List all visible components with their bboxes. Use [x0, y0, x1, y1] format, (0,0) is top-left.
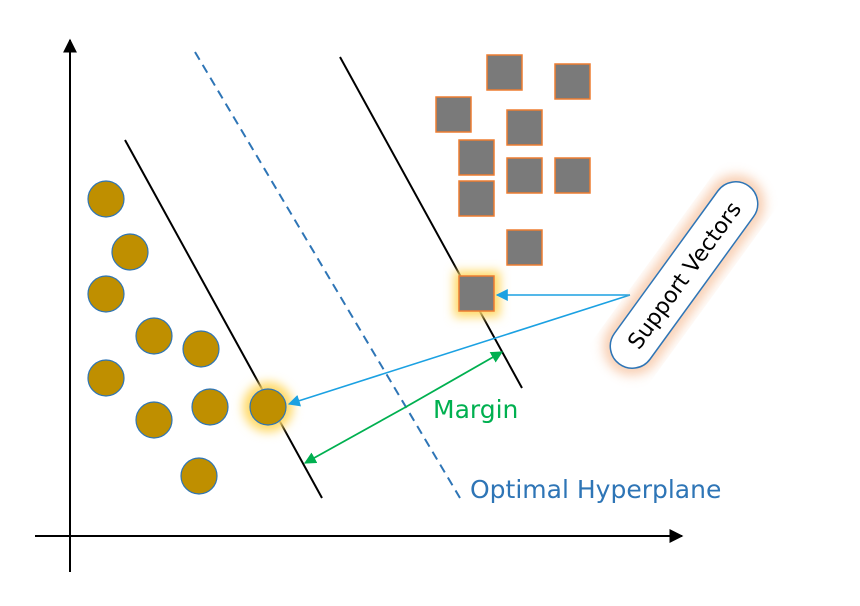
support-vectors-pill — [609, 181, 759, 369]
support-vectors-callout: Support Vectors — [604, 175, 764, 375]
square-point — [506, 109, 543, 146]
square-point — [554, 63, 591, 100]
square-point — [554, 157, 591, 194]
circle-point — [135, 401, 173, 439]
square-point — [458, 180, 495, 217]
square-point — [506, 229, 543, 266]
circle-point — [87, 275, 125, 313]
circle-point — [180, 457, 218, 495]
circle-point — [87, 359, 125, 397]
margin-label: Margin — [433, 395, 518, 424]
circle-class-points — [87, 180, 287, 495]
support-vector-circle — [249, 388, 287, 426]
circle-point — [111, 233, 149, 271]
support-vectors-label: Support Vectors — [624, 198, 747, 355]
circle-point — [135, 317, 173, 355]
square-class-points — [435, 54, 591, 312]
upper-margin-boundary — [339, 56, 523, 389]
margin-arrow — [403, 351, 504, 409]
support-vector-square — [458, 275, 495, 312]
square-point — [486, 54, 523, 91]
circle-point — [191, 388, 229, 426]
optimal-hyperplane-line — [194, 51, 461, 499]
square-point — [506, 157, 543, 194]
square-point — [458, 139, 495, 176]
circle-point — [87, 180, 125, 218]
square-point — [435, 96, 472, 133]
arrow-to-support-circle — [287, 294, 631, 407]
circle-point — [182, 330, 220, 368]
optimal-hyperplane-label: Optimal Hyperplane — [470, 475, 721, 504]
margin-arrow — [303, 407, 405, 464]
lower-margin-boundary — [124, 139, 323, 499]
